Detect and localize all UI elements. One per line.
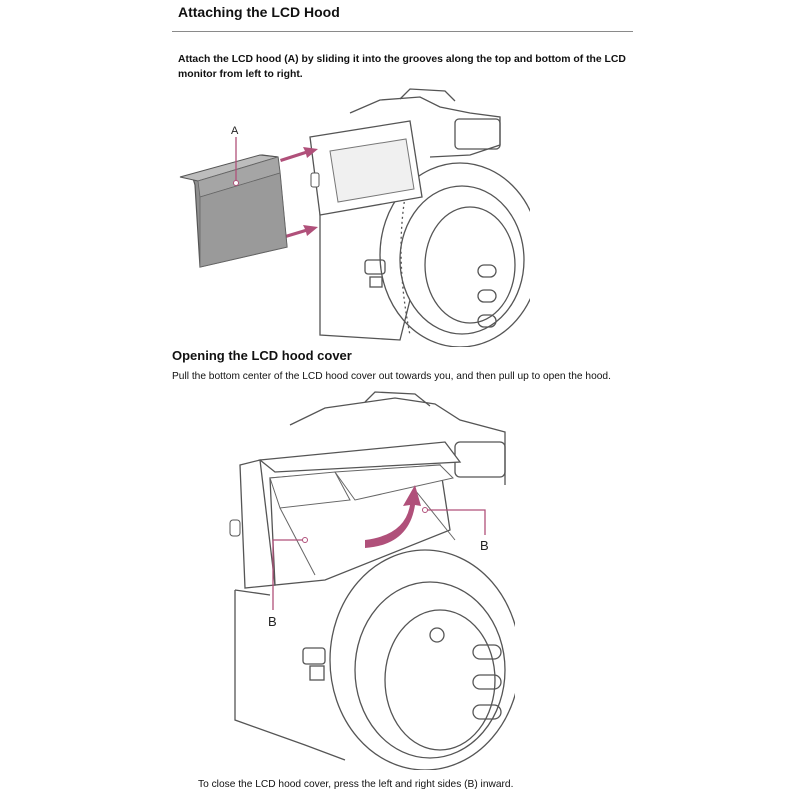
callout-b-right-label: B [480,538,489,553]
open-instruction: Pull the bottom center of the LCD hood c… [172,371,611,382]
page-title: Attaching the LCD Hood [178,4,340,20]
callout-b-left-label: B [268,614,277,629]
callout-b-right [422,507,486,535]
attach-instruction: Attach the LCD hood (A) by sliding it in… [178,54,626,80]
callout-a-dot [233,180,239,186]
lcd-hood-a-drawing [179,154,288,268]
slide-direction-arrows [280,147,318,238]
open-direction-arrow [365,485,421,548]
attach-hood-illustration: A [179,88,530,347]
lcd-monitor-drawing [309,120,423,216]
open-hood-cover-illustration: B B [229,391,515,770]
callout-b-left [272,537,308,610]
close-instruction: To close the LCD hood cover, press the l… [198,779,514,790]
title-divider [172,31,633,32]
section-heading: Opening the LCD hood cover [172,348,352,363]
camera-body-drawing-2 [234,391,515,770]
lcd-hood-open-drawing [229,441,462,589]
callout-a-label: A [231,125,239,137]
camera-body-drawing [319,88,530,347]
